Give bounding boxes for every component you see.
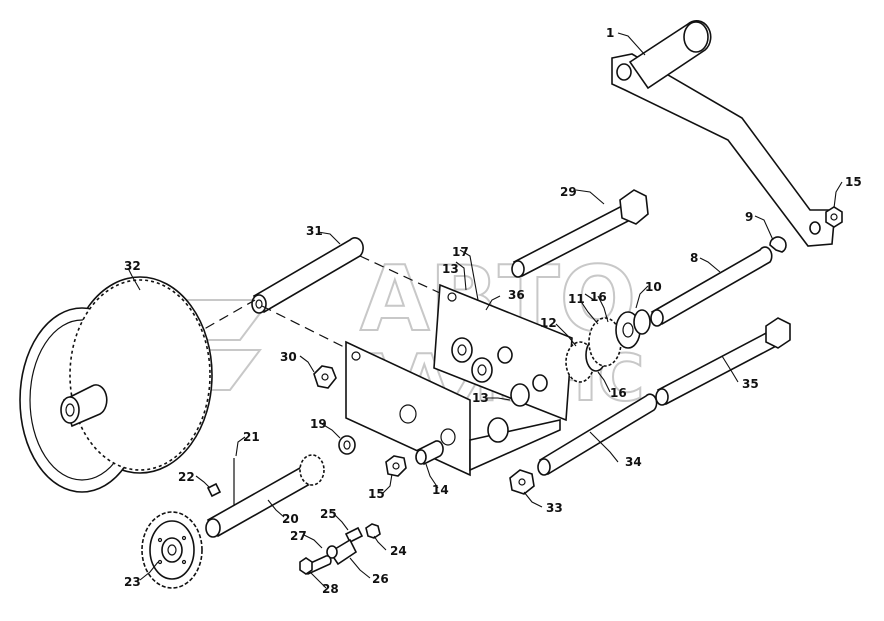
part-10-washer [615,309,651,349]
callout-16-bottom: 16 [610,386,627,400]
callout-29: 29 [560,185,577,199]
callout-15-top: 15 [845,175,862,189]
callout-16-top: 16 [590,290,607,304]
callout-28: 28 [322,582,339,596]
callout-19: 19 [310,417,327,431]
part-24-nut [365,523,381,539]
part-29-bolt [511,189,649,278]
callout-15-lower: 15 [368,487,385,501]
callout-30: 30 [280,350,297,364]
part-20-gear-shaft [205,454,325,538]
callout-27: 27 [290,529,307,543]
callout-9: 9 [745,210,753,224]
callout-31: 31 [306,224,323,238]
callout-32: 32 [124,259,141,273]
callout-35: 35 [742,377,759,391]
callout-10: 10 [645,280,662,294]
part-14-pin [415,440,444,466]
callout-11: 11 [568,292,585,306]
part-25-bushing [344,526,364,544]
part-15-nut-top [825,206,843,228]
part-8-shaft [650,246,773,327]
part-15-nut-lower [385,455,407,477]
callout-13-bottom: 13 [472,391,489,405]
part-33-nut [509,469,535,495]
callout-12: 12 [540,316,557,330]
callout-17: 17 [452,245,469,259]
callout-23: 23 [124,575,141,589]
part-19-washer [338,435,356,455]
part-1-crank-handle [611,19,836,247]
callout-33: 33 [546,501,563,515]
part-32-winch-drum [19,276,213,493]
leader-lines [127,32,843,589]
callout-24: 24 [390,544,407,558]
part-27-washer [326,545,338,559]
part-35-bolt [655,317,791,406]
part-23-sprocket [141,511,203,589]
drum-sprocket [69,279,211,471]
callout-13-top: 13 [442,262,459,276]
part-22-key [206,482,222,498]
callout-1: 1 [606,26,614,40]
callout-22: 22 [178,470,195,484]
part-26-lever [328,538,358,566]
part-30-nut [313,365,337,389]
callout-34: 34 [625,455,642,469]
part-34-rod [537,393,658,476]
callout-20: 20 [282,512,299,526]
part-28-bolt [299,555,332,576]
part-9-clip [769,236,787,253]
callout-25: 25 [320,507,337,521]
callout-8: 8 [690,251,698,265]
part-13-17-gears [451,337,548,443]
part-31-spacer-tube [251,237,364,314]
callout-14: 14 [432,483,449,497]
callout-21: 21 [243,430,260,444]
callout-36: 36 [508,288,525,302]
callout-26: 26 [372,572,389,586]
callout-labels: 1 15 9 8 10 16 11 12 17 13 36 16 13 29 3… [124,26,862,596]
